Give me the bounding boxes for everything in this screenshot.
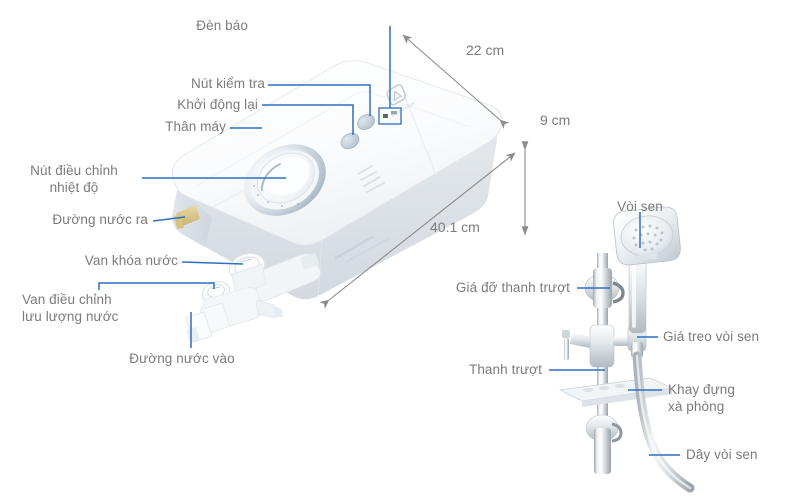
leader-nut-kiem-tra bbox=[268, 84, 371, 116]
shower-set bbox=[558, 206, 695, 493]
label-voi-sen: Vòi sen bbox=[617, 199, 663, 214]
shower-head bbox=[613, 206, 681, 266]
dimension-depth: 9 cm bbox=[540, 112, 571, 128]
dim-arrow-length bbox=[319, 152, 516, 309]
label-duong-nuoc-ra: Đường nước ra bbox=[52, 212, 148, 227]
label-nut-dieu-chinh-line2: nhiệt độ bbox=[49, 180, 99, 195]
dim-arrow-width bbox=[402, 34, 510, 130]
label-nut-dieu-chinh-line1: Nút điều chỉnh bbox=[30, 163, 118, 178]
dimension-width: 22 cm bbox=[466, 42, 505, 58]
shower-handle bbox=[628, 254, 647, 334]
label-khay-dung-line2: xà phòng bbox=[668, 399, 725, 414]
shower-hose bbox=[632, 351, 695, 493]
leader-duong-nuoc-ra bbox=[152, 216, 186, 222]
label-duong-nuoc-vao: Đường nước vào bbox=[129, 351, 235, 366]
leader-van-dieu-chinh bbox=[98, 282, 215, 290]
label-khay-dung-line1: Khay đựng bbox=[668, 382, 735, 397]
soap-tray bbox=[558, 377, 674, 407]
label-van-dieu-chinh-line2: lưu lượng nước bbox=[22, 309, 119, 324]
label-day-voi-sen: Dây vòi sen bbox=[686, 447, 758, 462]
label-gia-treo-voi-sen: Giá treo vòi sen bbox=[663, 329, 760, 344]
label-khoi-dong-lai: Khởi động lại bbox=[177, 97, 258, 112]
test-button bbox=[357, 114, 375, 130]
label-nut-kiem-tra: Nút kiểm tra bbox=[191, 76, 265, 91]
label-than-may: Thân máy bbox=[165, 119, 226, 134]
reset-button bbox=[340, 132, 360, 150]
holder-block bbox=[562, 324, 631, 368]
label-van-khoa-nuoc: Van khóa nước bbox=[84, 253, 178, 268]
dimension-length: 40.1 cm bbox=[430, 219, 480, 235]
label-den-bao: Đèn báo bbox=[196, 18, 248, 33]
leader-van-khoa-nuoc bbox=[181, 261, 244, 265]
slidebar-bottom-bracket bbox=[585, 414, 623, 474]
leader-khoi-dong-lai bbox=[262, 104, 354, 135]
label-gia-do-thanh-truot: Giá đỡ thanh trượt bbox=[455, 280, 570, 295]
valve-assembly bbox=[185, 252, 321, 343]
label-thanh-truot: Thanh trượt bbox=[468, 362, 542, 377]
label-van-dieu-chinh-line1: Van điều chỉnh bbox=[22, 292, 112, 307]
water-inlet-spout bbox=[185, 302, 231, 343]
